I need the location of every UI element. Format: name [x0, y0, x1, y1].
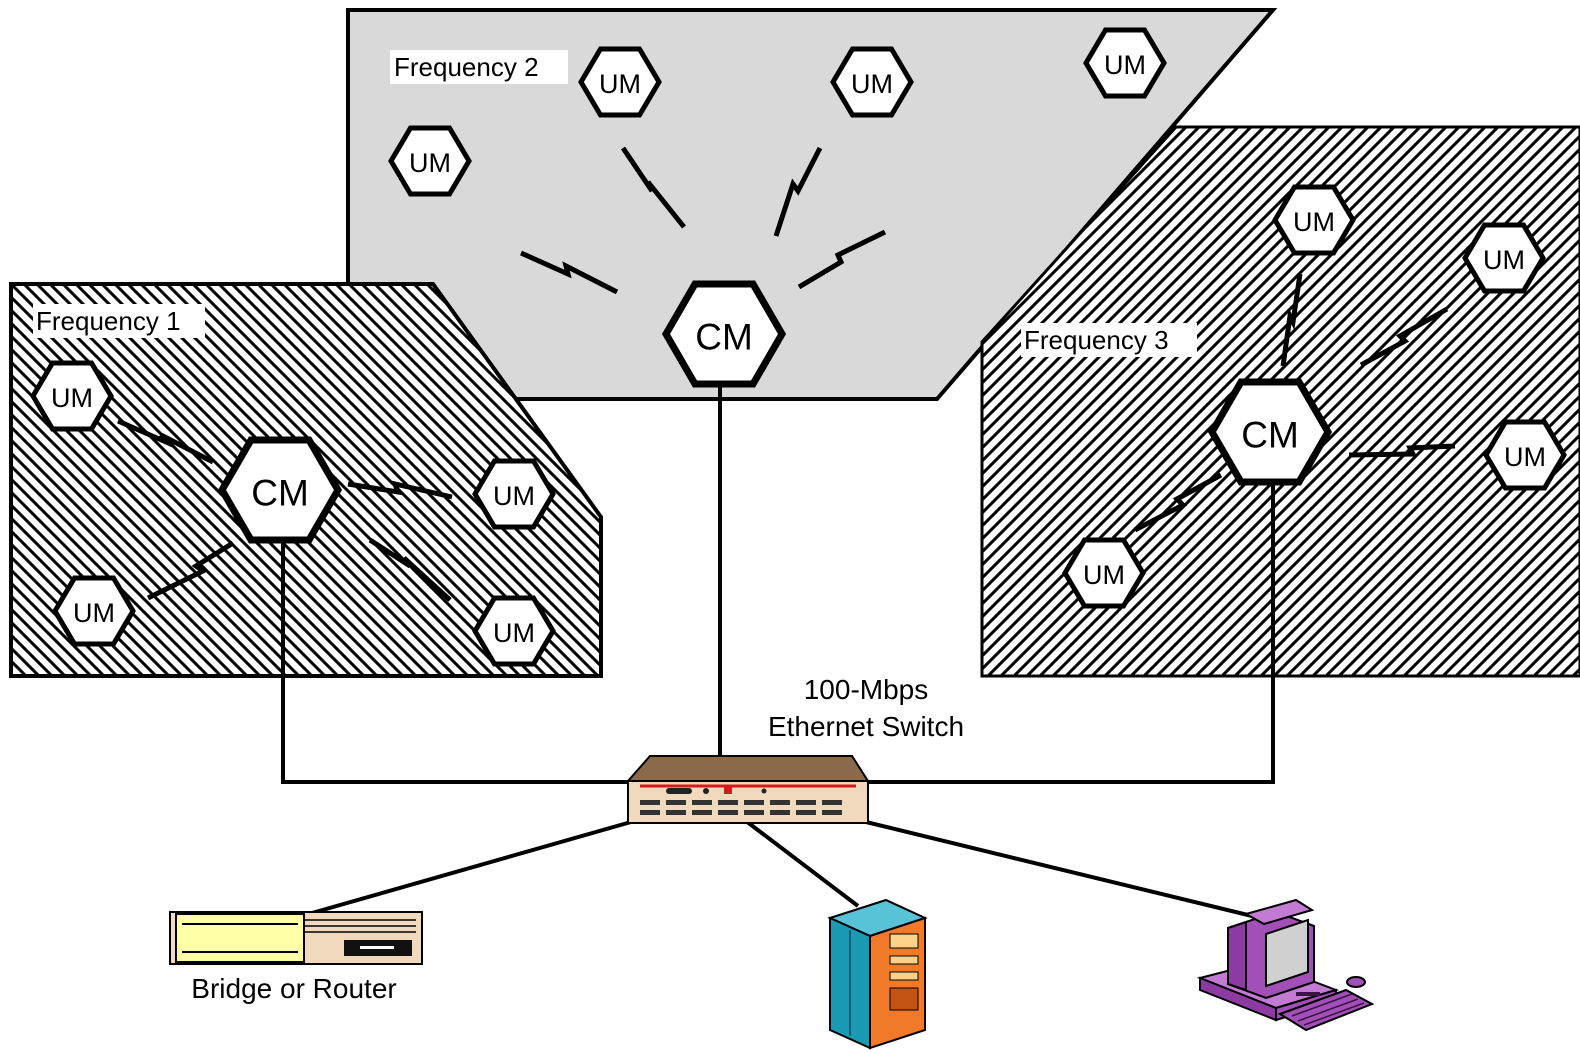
- wireless-link-icon: [1359, 306, 1449, 368]
- link-cm1-switch: [281, 528, 640, 784]
- um-hexagon-icon: [1272, 184, 1356, 256]
- frequency1-label: Frequency 1: [36, 306, 181, 336]
- wired-links: [281, 373, 1275, 918]
- um-label: UM: [1083, 560, 1125, 590]
- wireless-links: [116, 146, 1456, 602]
- wireless-link-icon: [1348, 443, 1456, 458]
- wireless-link-icon: [1280, 273, 1303, 367]
- link-switch-server: [740, 816, 860, 908]
- frequency2-um-node: UM: [578, 46, 662, 118]
- wireless-link-icon: [347, 480, 453, 500]
- wireless-link-icon: [797, 229, 887, 290]
- frequency1-um-node: UM: [52, 575, 136, 647]
- um-label: UM: [851, 69, 893, 99]
- um-hexagon-icon: [1462, 222, 1546, 294]
- cm-hexagon-icon: [661, 280, 787, 388]
- frequency3-um-node: UM: [1483, 419, 1567, 491]
- frequency1-cm-node: CM: [217, 436, 343, 544]
- um-label: UM: [1504, 442, 1546, 472]
- workstation-icon: [1196, 898, 1375, 1032]
- bridge-router-label: Bridge or Router: [191, 973, 396, 1004]
- nodes-layer: CM UM UM UM UM CM UM UM UM UM CM UM UM UM UM: [30, 27, 1567, 667]
- frequency3-um-node: UM: [1062, 537, 1146, 609]
- frequency2-cm-node: CM: [661, 280, 787, 388]
- um-hexagon-icon: [472, 595, 556, 667]
- frequency3-cm-node: CM: [1207, 378, 1333, 486]
- wireless-link-icon: [519, 250, 619, 295]
- um-hexagon-icon: [578, 46, 662, 118]
- um-label: UM: [409, 148, 451, 178]
- ethernet-switch-icon: [625, 755, 870, 824]
- frequency2-zone: [346, 8, 1278, 401]
- bridge-router-icon: [169, 911, 423, 965]
- server-icon: [827, 898, 928, 1050]
- cm-label: CM: [1241, 415, 1299, 456]
- link-cm3-switch: [866, 476, 1275, 784]
- wireless-link-icon: [1133, 472, 1223, 533]
- um-hexagon-icon: [388, 125, 472, 197]
- wireless-link-icon: [368, 537, 452, 602]
- um-hexagon-icon: [1483, 419, 1567, 491]
- wireless-link-icon: [146, 540, 235, 601]
- um-hexagon-icon: [1062, 537, 1146, 609]
- um-label: UM: [1483, 245, 1525, 275]
- frequency1-label-group: Frequency 1: [33, 304, 205, 338]
- frequency3-um-node: UM: [1462, 222, 1546, 294]
- um-hexagon-icon: [30, 360, 114, 432]
- wireless-link-icon: [773, 146, 823, 237]
- frequency1-um-node: UM: [472, 595, 556, 667]
- frequency2-label: Frequency 2: [394, 52, 539, 82]
- um-hexagon-icon: [830, 46, 914, 118]
- frequency3-label: Frequency 3: [1024, 325, 1169, 355]
- frequency3-um-node: UM: [1272, 184, 1356, 256]
- frequency2-um-node: UM: [388, 125, 472, 197]
- frequency1-um-node: UM: [30, 360, 114, 432]
- cm-hexagon-icon: [217, 436, 343, 544]
- frequency2-um-node: UM: [830, 46, 914, 118]
- um-label: UM: [1104, 50, 1146, 80]
- link-switch-router: [311, 820, 632, 915]
- cm-hexagon-icon: [1207, 378, 1333, 486]
- frequency3-label-group: Frequency 3: [1021, 323, 1197, 357]
- um-hexagon-icon: [472, 458, 556, 530]
- switch-label-line1: 100-Mbps: [804, 674, 929, 705]
- um-label: UM: [599, 69, 641, 99]
- um-label: UM: [1293, 207, 1335, 237]
- um-hexagon-icon: [52, 575, 136, 647]
- um-label: UM: [51, 383, 93, 413]
- frequency1-um-node: UM: [472, 458, 556, 530]
- wireless-link-icon: [116, 418, 215, 465]
- um-label: UM: [493, 481, 535, 511]
- link-switch-workstation: [865, 820, 1253, 918]
- cm-label: CM: [251, 473, 309, 514]
- um-label: UM: [73, 598, 115, 628]
- frequency2-label-group: Frequency 2: [390, 50, 568, 84]
- frequency2-um-node: UM: [1083, 27, 1167, 99]
- switch-label-line2: Ethernet Switch: [768, 711, 964, 742]
- cm-label: CM: [695, 317, 753, 358]
- wireless-link-icon: [620, 146, 686, 229]
- um-label: UM: [493, 618, 535, 648]
- um-hexagon-icon: [1083, 27, 1167, 99]
